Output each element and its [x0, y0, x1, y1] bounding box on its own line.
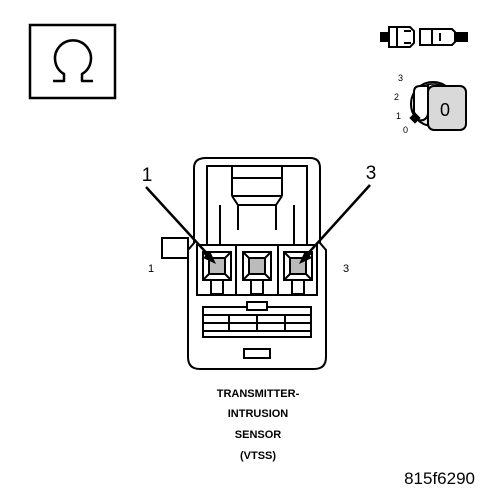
terminal-cavity-1: [202, 251, 232, 295]
callout-label-3: 3: [366, 163, 377, 184]
figure-id: 815f6290: [404, 469, 475, 488]
pin-label-1: 1: [148, 263, 154, 275]
ohm-icon: [28, 23, 117, 100]
disconnected-connector-icon: [380, 26, 468, 48]
ignition-pos-1: 1: [396, 111, 401, 121]
ignition-pos-3: 3: [398, 73, 403, 83]
caption-line-1: TRANSMITTER-: [217, 388, 300, 400]
ignition-pos-0: 0: [403, 125, 408, 135]
callout-arrow-1: [145, 186, 216, 264]
ignition-pos-2: 2: [394, 92, 399, 102]
pin-label-3: 3: [343, 263, 349, 275]
caption-line-3: SENSOR: [235, 429, 282, 441]
caption-line-4: (VTSS): [240, 450, 276, 462]
ignition-key-off-icon: [409, 81, 467, 131]
callout-label-1: 1: [142, 165, 153, 186]
terminal-cavity-2: [242, 251, 272, 295]
callout-arrow-3: [299, 184, 371, 264]
ignition-key-label: 0: [440, 100, 450, 120]
caption-line-2: INTRUSION: [228, 408, 289, 420]
